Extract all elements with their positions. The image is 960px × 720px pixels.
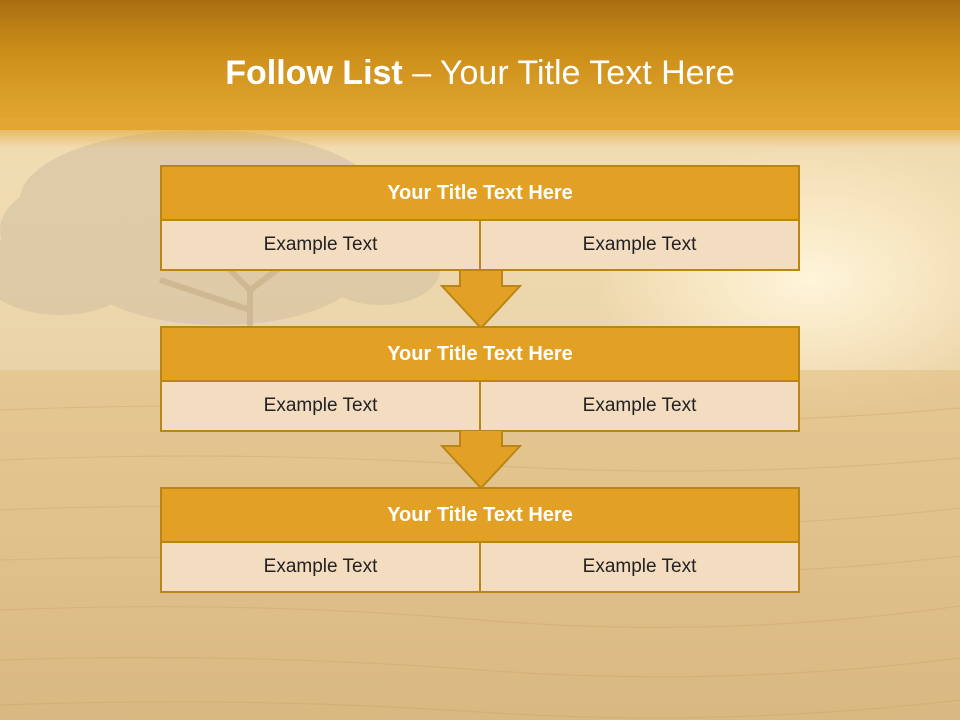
step-row: Example Text Example Text: [160, 543, 800, 593]
header-band: [0, 0, 960, 130]
header-fade: [0, 118, 960, 148]
title-bold: Follow List: [225, 54, 403, 92]
down-arrow-icon: [439, 430, 523, 490]
step-cell-left: Example Text: [160, 382, 481, 432]
step-cell-right: Example Text: [481, 221, 800, 271]
down-arrow-icon: [439, 270, 523, 330]
step-row: Example Text Example Text: [160, 382, 800, 432]
title-rest: – Your Title Text Here: [402, 54, 735, 92]
step-title: Your Title Text Here: [160, 165, 800, 221]
step-cell-right: Example Text: [481, 543, 800, 593]
step-cell-left: Example Text: [160, 221, 481, 271]
step-block-2: Your Title Text Here Example Text Exampl…: [160, 326, 800, 432]
step-block-3: Your Title Text Here Example Text Exampl…: [160, 487, 800, 593]
step-block-1: Your Title Text Here Example Text Exampl…: [160, 165, 800, 271]
step-cell-right: Example Text: [481, 382, 800, 432]
step-title: Your Title Text Here: [160, 487, 800, 543]
slide-title: Follow List – Your Title Text Here: [0, 54, 960, 93]
step-row: Example Text Example Text: [160, 221, 800, 271]
step-cell-left: Example Text: [160, 543, 481, 593]
step-title: Your Title Text Here: [160, 326, 800, 382]
